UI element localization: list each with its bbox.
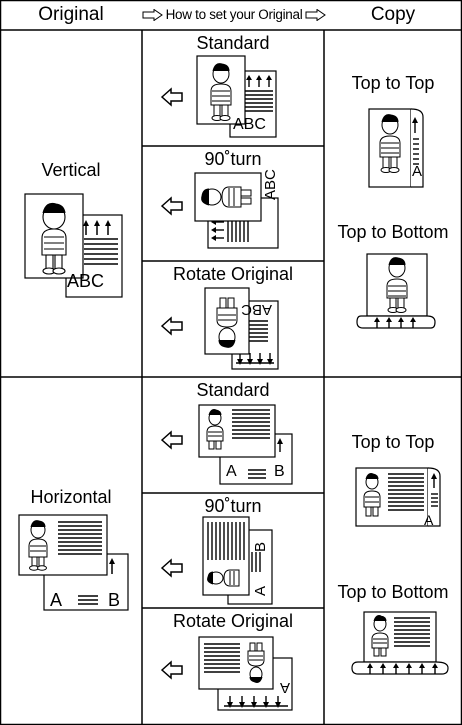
left-arrow-icon bbox=[160, 87, 184, 107]
vertical-90turn-text: ABC bbox=[262, 169, 279, 200]
horizontal-copy-top-to-bottom-illustration bbox=[350, 610, 450, 682]
vertical-standard-text: ABC bbox=[233, 116, 266, 134]
left-arrow-icon bbox=[160, 430, 184, 450]
vertical-copy-top-to-bottom-illustration bbox=[355, 252, 439, 332]
vertical-rotate-text: ABC bbox=[241, 301, 272, 318]
left-arrow-icon bbox=[160, 316, 184, 336]
horizontal-original-letter-b: B bbox=[108, 590, 120, 611]
horizontal-90turn-label: 90˚turn bbox=[142, 496, 324, 517]
left-arrow-icon bbox=[160, 660, 184, 680]
horizontal-standard-label: Standard bbox=[142, 380, 324, 401]
horizontal-rotate-label: Rotate Original bbox=[142, 611, 324, 632]
horizontal-standard-letter-a: A bbox=[226, 463, 237, 481]
left-arrow-icon bbox=[160, 558, 184, 578]
header-how-to-set-label: How to set your Original bbox=[161, 0, 307, 30]
horizontal-copy-top-to-bottom: Top to Bottom bbox=[324, 582, 462, 603]
horizontal-copy-top-to-top: Top to Top bbox=[324, 432, 462, 453]
vertical-copy-top-to-top: Top to Top bbox=[324, 73, 462, 94]
vertical-standard-label: Standard bbox=[142, 33, 324, 54]
header-original: Original bbox=[0, 0, 142, 30]
horizontal-rotate-letter-a: A bbox=[280, 679, 290, 696]
header-copy: Copy bbox=[324, 0, 462, 30]
header-how-to-set: How to set your Original bbox=[142, 0, 324, 30]
horizontal-rotate-illustration bbox=[198, 636, 294, 720]
left-arrow-icon bbox=[160, 196, 184, 216]
horizontal-90turn-letter-b: B bbox=[252, 542, 269, 552]
vertical-rotate-illustration bbox=[204, 287, 282, 373]
horizontal-label: Horizontal bbox=[0, 487, 142, 508]
horizontal-90turn-letter-a: A bbox=[252, 586, 269, 596]
horizontal-original-letter-a: A bbox=[50, 590, 62, 611]
vertical-original-text: ABC bbox=[67, 271, 104, 292]
horizontal-copy-letter: A bbox=[424, 512, 433, 528]
vertical-copy-letter: A bbox=[412, 163, 422, 180]
vertical-rotate-label: Rotate Original bbox=[142, 264, 324, 285]
vertical-label: Vertical bbox=[0, 160, 142, 181]
vertical-90turn-label: 90˚turn bbox=[142, 149, 324, 170]
horizontal-standard-letter-b: B bbox=[274, 463, 285, 481]
vertical-copy-top-to-bottom: Top to Bottom bbox=[324, 222, 462, 243]
